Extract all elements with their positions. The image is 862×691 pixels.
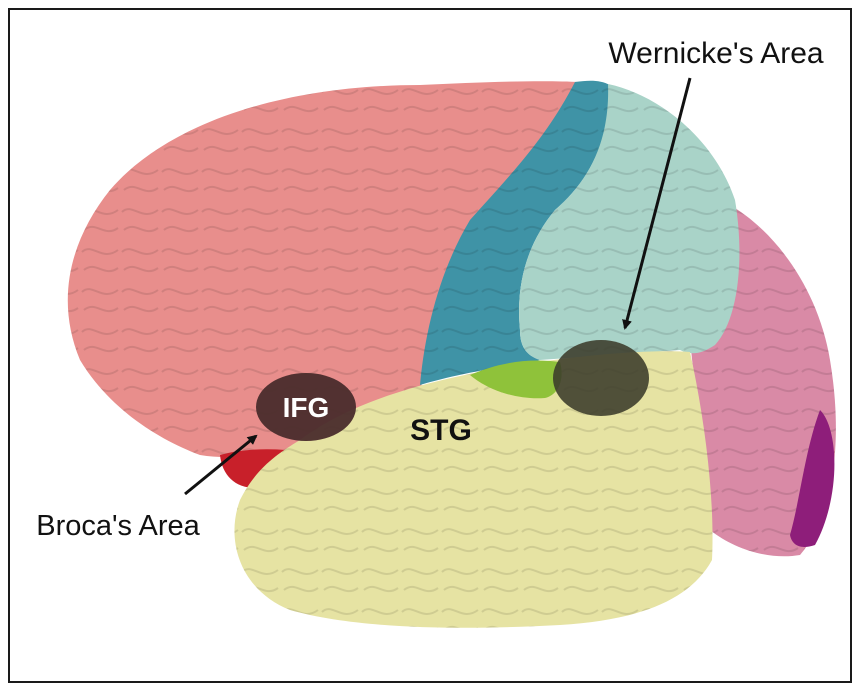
stg-label: STG [410,414,472,447]
wernicke-area-marker [553,340,649,416]
wernicke-label: Wernicke's Area [608,37,824,70]
broca-label: Broca's Area [36,510,200,542]
ifg-label: IFG [283,392,330,423]
